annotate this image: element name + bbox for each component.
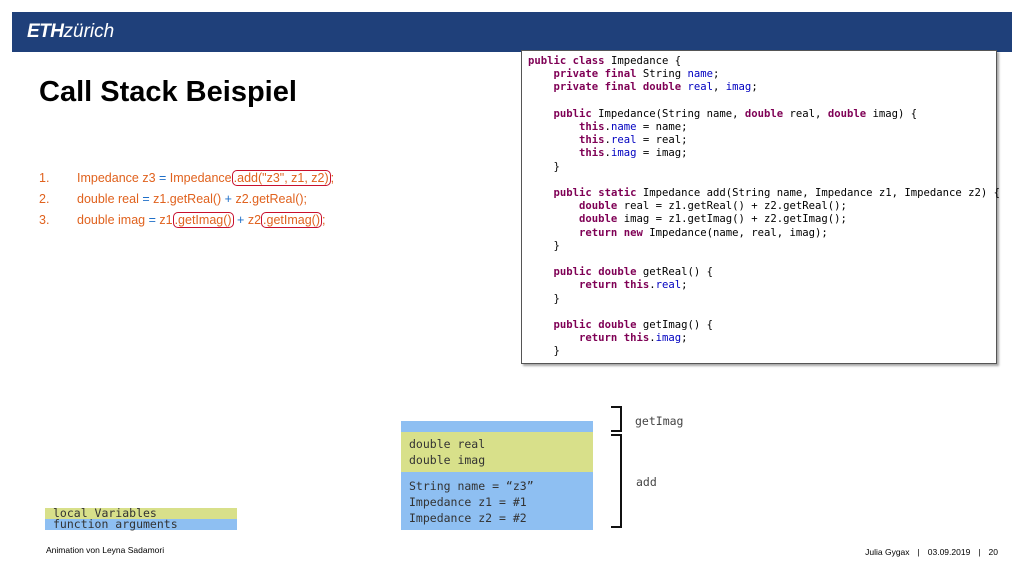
code-line: } xyxy=(528,160,560,173)
list-number: 3. xyxy=(39,213,50,227)
code-line: return this.imag; xyxy=(579,332,688,345)
footer-info: Julia Gygax|03.09.2019|20 xyxy=(865,547,998,557)
highlight-getimag-call: .getImag() xyxy=(261,212,322,228)
code-line: this.name = name; xyxy=(579,121,688,134)
code-line: } xyxy=(528,292,560,305)
code-line: private final double real, imag; xyxy=(553,81,758,94)
code-line: } xyxy=(528,239,560,252)
code-line: this.real = real; xyxy=(579,134,688,147)
list-text: Impedance z3 = Impedance.add("z3", z1, z… xyxy=(77,170,335,186)
list-text: double imag = z1.getImag() + z2.getImag(… xyxy=(77,212,326,228)
stack-frame-getimag xyxy=(401,421,593,432)
frame-label-getimag: getImag xyxy=(635,414,684,428)
code-line: } xyxy=(528,345,560,358)
legend-function-arguments: function arguments xyxy=(45,518,237,530)
code-line: double real = z1.getReal() + z2.getReal(… xyxy=(579,200,847,213)
code-line: public double getImag() { xyxy=(553,319,714,332)
code-line: public static Impedance add(String name,… xyxy=(553,187,1001,200)
code-line: this.imag = imag; xyxy=(579,147,688,160)
slide-title: Call Stack Beispiel xyxy=(39,76,297,108)
code-line: private final String name; xyxy=(553,68,720,81)
frame-brackets xyxy=(611,406,622,528)
code-line: public class Impedance { xyxy=(528,55,682,67)
code-line: return this.real; xyxy=(579,279,688,292)
frame-label-add: add xyxy=(636,475,657,489)
stack-arg-row: String name = “z3” xyxy=(409,479,534,493)
stack-arg-row: Impedance z2 = #2 xyxy=(409,511,527,525)
code-line: public double getReal() { xyxy=(553,266,714,279)
stack-function-arguments: String name = “z3” Impedance z1 = #1 Imp… xyxy=(401,472,593,530)
list-text: double real = z1.getReal() + z2.getReal(… xyxy=(77,192,308,206)
footer-date: 03.09.2019 xyxy=(927,547,971,557)
footer-credit: Animation von Leyna Sadamori xyxy=(46,545,165,555)
code-line: return new Impedance(name, real, imag); xyxy=(579,226,828,239)
stack-local-row: double real xyxy=(409,437,486,451)
stack-local-variables: double real double imag xyxy=(401,432,593,472)
legend-local-variables: local Variables xyxy=(45,507,237,519)
eth-logo: ETHzürich xyxy=(27,21,115,42)
footer-author: Julia Gygax xyxy=(865,547,910,557)
bracket-getimag xyxy=(611,406,622,432)
stack-local-row: double imag xyxy=(409,453,486,467)
code-listing: public class Impedance { private final S… xyxy=(528,55,1000,359)
page-number: 20 xyxy=(988,547,998,557)
code-line: double imag = z1.getImag() + z2.getImag(… xyxy=(579,213,847,226)
stack-arg-row: Impedance z1 = #1 xyxy=(409,495,527,509)
highlight-getimag-call: .getImag() xyxy=(172,212,234,228)
header-bar xyxy=(12,12,1012,52)
list-number: 2. xyxy=(39,192,50,206)
highlight-add-call: .add("z3", z1, z2) xyxy=(231,170,331,186)
code-line: public Impedance(String name, double rea… xyxy=(553,107,918,120)
list-number: 1. xyxy=(39,171,50,185)
code-panel: public class Impedance { private final S… xyxy=(521,50,1000,364)
bracket-add xyxy=(611,434,622,528)
